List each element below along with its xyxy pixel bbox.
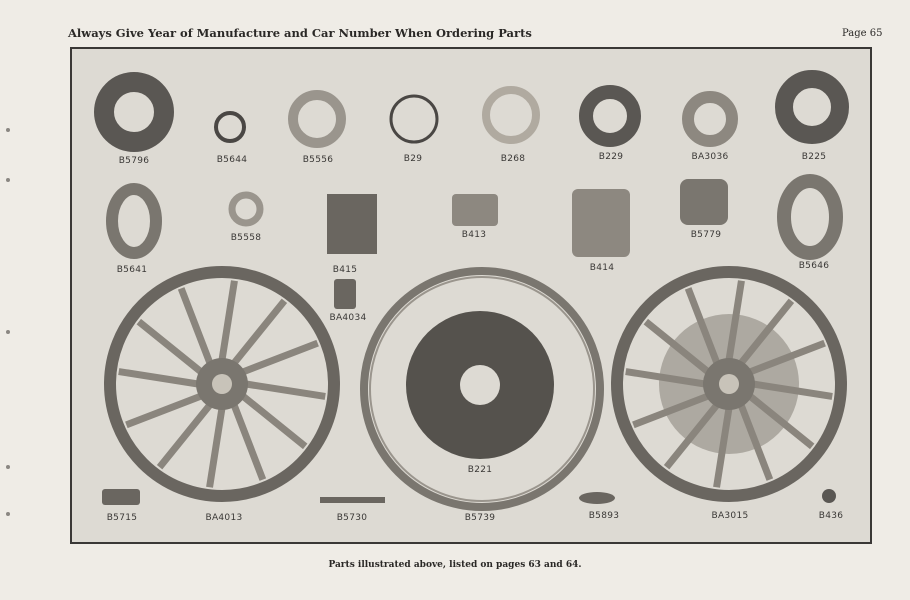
part-label: B5558	[230, 233, 262, 243]
part-label: B29	[403, 154, 423, 164]
part-b5796	[94, 72, 174, 152]
wheel-spoke	[241, 339, 319, 376]
part-b5730	[320, 497, 385, 503]
part-ba3015	[611, 266, 847, 502]
part-label: B5893	[588, 511, 620, 521]
part-label: B5641	[116, 265, 148, 275]
wheel-spoke	[625, 368, 706, 388]
parts-plate: B5796 B5644 B5556 B29 B268 B229 BA3036 B…	[70, 47, 872, 544]
part-b414	[572, 189, 630, 257]
part-label: B5730	[336, 513, 368, 523]
part-b5644	[214, 111, 246, 143]
part-b5893	[579, 492, 615, 504]
part-label: BA4013	[205, 513, 243, 523]
part-label: B5646	[798, 261, 830, 271]
part-label: B5796	[118, 156, 150, 166]
part-b5558	[228, 191, 264, 227]
binder-hole	[6, 512, 10, 516]
wheel-spoke	[231, 298, 288, 366]
part-ba4034	[334, 279, 356, 309]
part-b413	[452, 194, 498, 226]
wheel-spoke	[206, 407, 226, 488]
wheel-spoke	[240, 393, 308, 450]
part-label: B221	[467, 465, 493, 475]
part-label: B413	[461, 230, 487, 240]
wheel-spoke	[218, 280, 238, 361]
part-label: B5715	[106, 513, 138, 523]
wheel-spoke	[125, 392, 203, 429]
wheel-spoke	[747, 393, 815, 450]
wheel-spoke	[177, 287, 214, 365]
binder-hole	[6, 128, 10, 132]
wheel-spoke	[643, 318, 711, 375]
part-label: B5739	[464, 513, 496, 523]
part-b29	[389, 94, 439, 144]
wheel-spoke	[118, 368, 199, 388]
wheel-spoke	[752, 380, 833, 400]
part-label: B268	[500, 154, 526, 164]
binder-hole	[6, 465, 10, 469]
part-label: B5556	[302, 155, 334, 165]
binder-hole	[6, 178, 10, 182]
part-b5779	[680, 179, 728, 225]
part-b268	[482, 86, 540, 144]
wheel-spoke	[748, 339, 826, 376]
wheel-spoke	[737, 403, 774, 481]
part-ba4013	[104, 266, 340, 502]
part-label: B5779	[690, 230, 722, 240]
part-b436	[822, 489, 836, 503]
wheel-spoke	[725, 280, 745, 361]
page-number: Page 65	[842, 28, 883, 39]
part-b5641	[106, 183, 162, 259]
part-label: B415	[332, 265, 358, 275]
part-ba3036	[682, 91, 738, 147]
binder-hole	[6, 330, 10, 334]
part-label: BA3015	[711, 511, 749, 521]
part-label: B436	[818, 511, 844, 521]
part-label: BA3036	[691, 152, 729, 162]
wheel-spoke	[663, 402, 720, 470]
part-b225	[775, 70, 849, 144]
part-b5715	[102, 489, 140, 505]
part-b5739	[360, 267, 604, 511]
part-label: B229	[598, 152, 624, 162]
page-header: Always Give Year of Manufacture and Car …	[68, 26, 532, 40]
part-b415	[327, 194, 377, 254]
wheel-spoke	[136, 318, 204, 375]
wheel-spoke	[632, 392, 710, 429]
parts-illustration	[94, 70, 849, 511]
part-b5646	[777, 174, 843, 260]
part-label: B225	[801, 152, 827, 162]
caption: Parts illustrated above, listed on pages…	[328, 560, 582, 570]
part-label: B5644	[216, 155, 248, 165]
part-b229	[579, 85, 641, 147]
wheel-spoke	[738, 298, 795, 366]
wheel-spoke	[713, 407, 733, 488]
wheel-spoke	[684, 287, 721, 365]
part-b5556	[288, 90, 346, 148]
wheel-spoke	[156, 402, 213, 470]
wheel-spoke	[245, 380, 326, 400]
part-label: BA4034	[329, 313, 367, 323]
part-label: B414	[589, 263, 615, 273]
wheel-spoke	[230, 403, 267, 481]
